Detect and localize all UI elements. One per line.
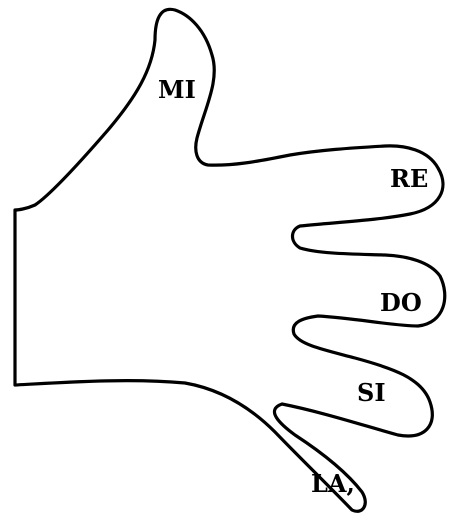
thumb-label: MI bbox=[158, 75, 196, 104]
hand-outline bbox=[15, 9, 445, 511]
index-finger-label: RE bbox=[390, 164, 428, 193]
pinky-finger-label: LA, bbox=[311, 469, 355, 498]
middle-finger-label: DO bbox=[380, 288, 422, 317]
ring-finger-label: SI bbox=[357, 378, 386, 407]
